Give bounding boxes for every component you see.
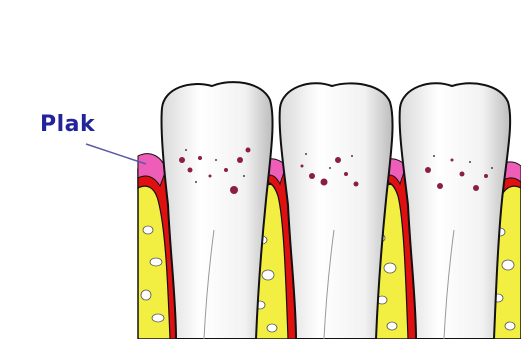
tooth-1: [161, 82, 272, 339]
tooth-3: [400, 83, 511, 339]
plaque-label: Plak: [40, 114, 95, 136]
label-pointer-line: [86, 144, 146, 164]
tooth-2: [280, 83, 393, 339]
